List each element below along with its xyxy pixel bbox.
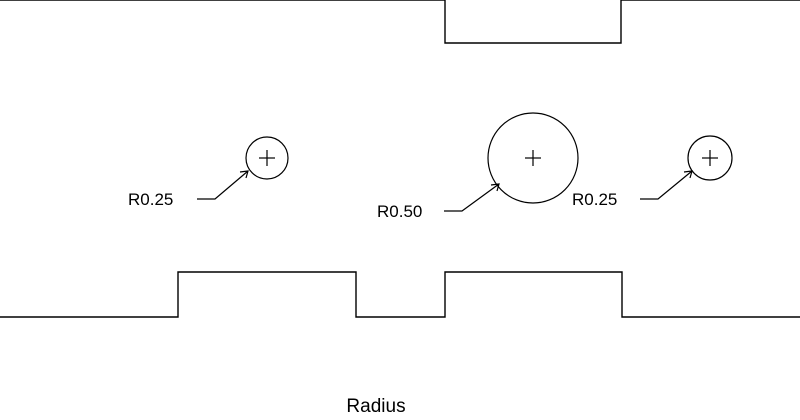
- hole-left-circle: [245, 136, 289, 180]
- hole-center-leader: [444, 183, 500, 212]
- hole-left: R0.25: [128, 136, 289, 209]
- hole-center-circle: [487, 112, 579, 204]
- hole-center: R0.50: [377, 112, 579, 221]
- hole-right-label: R0.25: [572, 190, 617, 209]
- hole-center-label: R0.50: [377, 202, 422, 221]
- hole-right-arrowhead: [683, 170, 693, 179]
- hole-right-circle: [687, 135, 733, 181]
- part-outline: [0, 0, 800, 318]
- hole-left-leader: [197, 170, 249, 200]
- hole-center-arrowhead: [490, 183, 500, 192]
- hole-right: R0.25: [572, 135, 733, 209]
- diagram-caption: Radius: [346, 396, 406, 417]
- hole-right-leader: [640, 170, 693, 200]
- hole-left-label: R0.25: [128, 190, 173, 209]
- hole-left-arrowhead: [239, 170, 249, 179]
